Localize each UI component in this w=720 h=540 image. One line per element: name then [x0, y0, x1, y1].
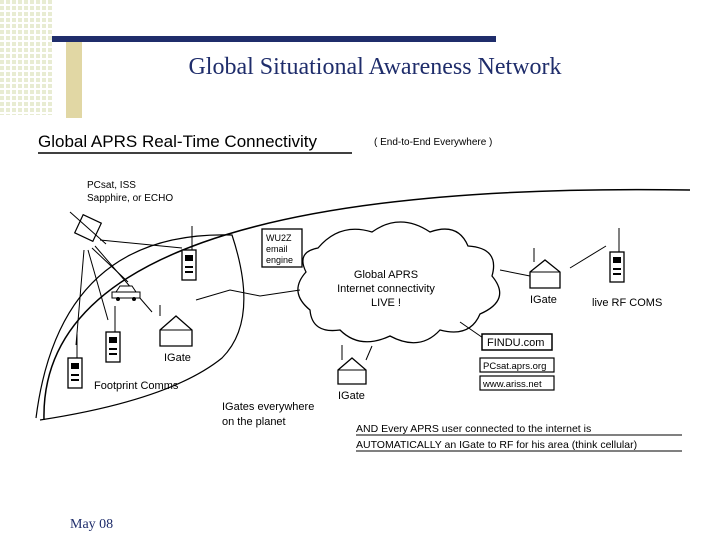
vehicle-icon — [111, 285, 141, 301]
slide-title: Global Situational Awareness Network — [188, 54, 562, 80]
note-line-2: AUTOMATICALLY an IGate to RF for his are… — [356, 439, 637, 451]
decorative-title-bar — [52, 36, 496, 42]
igate-label-left: IGate — [164, 352, 191, 364]
earth-horizon-arc — [43, 188, 691, 421]
igate-label-right: IGate — [530, 294, 557, 306]
satellite-links — [75, 239, 183, 346]
diagram-heading: Global APRS Real-Time Connectivity — [38, 132, 318, 151]
findu-label: FINDU.com — [487, 337, 544, 349]
igate-house-icon — [159, 305, 193, 347]
decorative-stripes-overlay — [0, 0, 52, 115]
pcsat-box — [479, 357, 555, 373]
findu-box — [481, 333, 553, 351]
footprint-label: Footprint Comms — [94, 380, 179, 392]
note-line-1: AND Every APRS user connected to the int… — [356, 423, 591, 435]
decorative-tan-bar — [66, 36, 82, 118]
email-engine-box — [261, 228, 303, 268]
satellite-label-2: Sapphire, or ECHO — [87, 193, 173, 204]
igates-everywhere-line-1: IGates everywhere — [222, 401, 314, 413]
satellite-label-1: PCsat, ISS — [87, 180, 136, 191]
cloud-text-2: Internet connectivity — [337, 283, 435, 295]
handheld-radio-icon — [181, 226, 197, 281]
internet-cloud — [297, 221, 501, 344]
cloud-text-3: LIVE ! — [371, 297, 401, 309]
cloud-text-1: Global APRS — [354, 269, 418, 281]
footprint-arc — [35, 234, 245, 421]
ariss-label: www.ariss.net — [482, 379, 542, 390]
diagram-subheading: ( End-to-End Everywhere ) — [374, 137, 492, 148]
live-rf-label: live RF COMS — [592, 297, 662, 309]
handheld-radio-icon — [67, 334, 83, 389]
satellite-icon — [69, 211, 107, 245]
pcsat-label: PCsat.aprs.org — [483, 361, 546, 372]
igates-everywhere-line-2: on the planet — [222, 416, 286, 428]
ariss-box — [479, 375, 555, 391]
handheld-radio-icon — [105, 306, 121, 363]
igate-label-bottom: IGate — [338, 390, 365, 402]
email-box-line-2: email — [266, 244, 288, 254]
footer-date: May 08 — [70, 517, 114, 532]
igate-house-icon — [529, 248, 561, 289]
email-box-line-1: WU2Z — [266, 233, 292, 243]
handheld-radio-icon — [609, 228, 625, 283]
internet-links — [195, 245, 607, 361]
igate-house-icon — [337, 345, 367, 385]
email-box-line-3: engine — [266, 255, 293, 265]
